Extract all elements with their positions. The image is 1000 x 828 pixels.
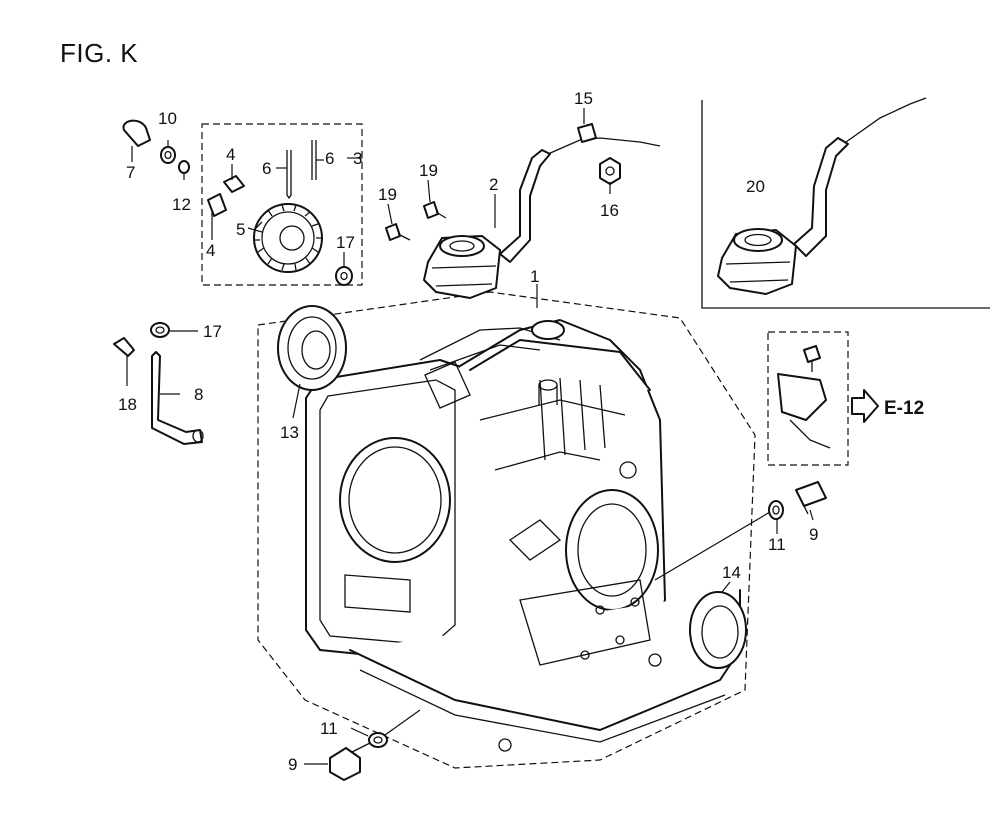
callout-9-bottom: 9 [288, 755, 297, 774]
callout-14: 14 [722, 563, 741, 582]
callout-19-lower: 19 [378, 185, 397, 204]
callout-20: 20 [746, 177, 765, 196]
callout-13: 13 [280, 423, 299, 442]
oil-seal-14 [689, 591, 747, 669]
reference-label: E-12 [884, 398, 924, 419]
callout-1: 1 [530, 267, 539, 286]
drain-bolt-9-bottom [329, 741, 373, 781]
callout-9-right: 9 [809, 525, 818, 544]
sensor-bracket [777, 345, 831, 449]
hardware-17b [150, 322, 170, 338]
washer-11-right [768, 500, 784, 520]
hardware-12 [178, 160, 190, 174]
callout-labels: 1 2 3 4 4 5 6 6 7 8 9 9 10 11 11 12 13 1… [118, 89, 924, 774]
callout-17-lower: 17 [203, 322, 222, 341]
governor-group-box [201, 123, 363, 286]
sensor-group-box [767, 331, 849, 466]
callout-16: 16 [600, 201, 619, 220]
crankcase-block [305, 319, 741, 752]
reference-arrow [851, 389, 879, 423]
oil-alert-unit-2 [423, 123, 661, 299]
hardware-16 [599, 157, 621, 185]
bolt-19b [385, 223, 411, 241]
callout-15: 15 [574, 89, 593, 108]
callout-19-upper: 19 [419, 161, 438, 180]
callout-6-left: 6 [262, 159, 271, 178]
leader-lines [126, 108, 814, 765]
callout-4-upper: 4 [226, 145, 235, 164]
oil-seal-13 [277, 305, 347, 391]
callout-11-right: 11 [768, 535, 786, 554]
washer-11-bottom [368, 732, 388, 748]
drain-bolt-9-right [795, 481, 827, 515]
hardware-7 [122, 119, 151, 147]
callout-10: 10 [158, 109, 177, 128]
hardware-10 [160, 146, 176, 164]
hardware-18 [113, 337, 135, 357]
oil-alert-unit-20 [717, 97, 927, 295]
callout-11-bottom: 11 [320, 719, 338, 738]
crankcase-group-outline [257, 291, 756, 769]
callout-5: 5 [236, 220, 245, 239]
callout-2: 2 [489, 175, 498, 194]
callout-3: 3 [353, 149, 362, 168]
callout-4-lower: 4 [206, 241, 215, 260]
callout-7: 7 [126, 163, 135, 182]
callout-18: 18 [118, 395, 137, 414]
figure-title: FIG. K [60, 38, 139, 68]
callout-17-upper: 17 [336, 233, 355, 252]
bolt-19a [423, 201, 447, 219]
governor-arm-8 [151, 351, 204, 445]
callout-8: 8 [194, 385, 203, 404]
hardware-17a [335, 266, 353, 286]
callout-6-right: 6 [325, 149, 334, 168]
callout-12: 12 [172, 195, 191, 214]
inset-frame [701, 100, 990, 309]
